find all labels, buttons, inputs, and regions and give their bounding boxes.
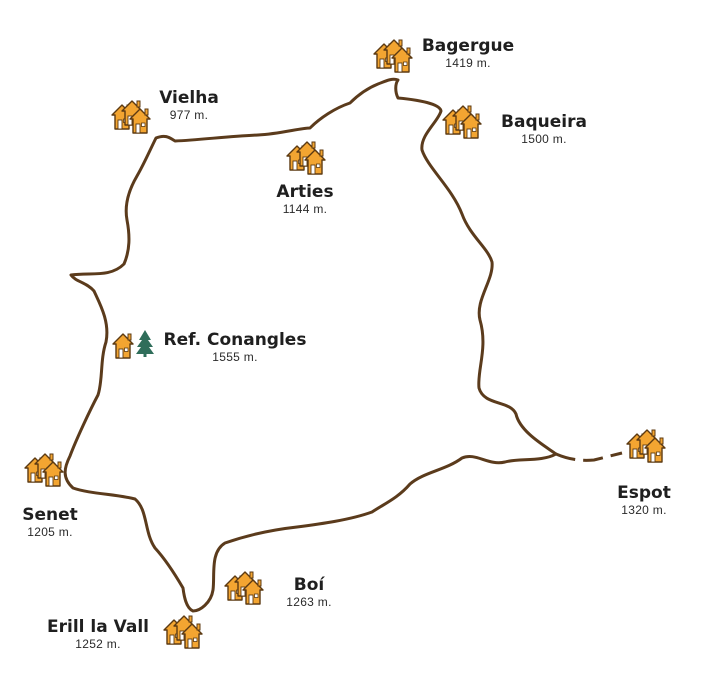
place-conangles: Ref. Conangles 1555 m. [158,330,312,364]
place-altitude: 1419 m. [445,56,491,70]
tree-icon [136,330,154,357]
place-altitude: 1263 m. [286,595,332,609]
village-icon [374,40,412,72]
place-name: Ref. Conangles [163,330,307,350]
place-name: Bagergue [421,36,515,56]
village-icon [443,106,481,138]
village-icon [112,101,150,133]
village-icon [25,454,63,486]
place-name: Senet [22,505,78,525]
place-bagergue: Bagergue 1419 m. [418,36,518,70]
place-arties: Arties 1144 m. [262,182,348,216]
place-senet: Senet 1205 m. [10,505,90,539]
place-vielha: Vielha 977 m. [150,88,228,122]
place-boi: Boí 1263 m. [272,575,346,609]
place-espot: Espot 1320 m. [604,483,684,517]
place-name: Erill la Vall [47,617,149,637]
place-altitude: 1500 m. [521,132,567,146]
place-altitude: 977 m. [169,108,209,122]
place-altitude: 1555 m. [212,350,258,364]
place-name: Arties [276,182,334,202]
village-icon [225,572,263,604]
place-altitude: 1252 m. [75,637,121,651]
refuge-icon [112,330,154,359]
place-altitude: 1144 m. [282,202,328,216]
village-icon [164,616,202,648]
place-name: Vielha [159,88,219,108]
village-icon [287,142,325,174]
village-icon [627,430,665,462]
place-erill-la-vall: Erill la Vall 1252 m. [38,617,158,651]
route-path [63,77,558,613]
place-name: Boí [293,575,325,595]
place-altitude: 1205 m. [27,525,73,539]
place-name: Espot [617,483,671,503]
place-name: Baqueira [501,112,587,132]
place-altitude: 1320 m. [621,503,667,517]
place-baqueira: Baqueira 1500 m. [494,112,594,146]
route-spur-espot [555,451,623,462]
